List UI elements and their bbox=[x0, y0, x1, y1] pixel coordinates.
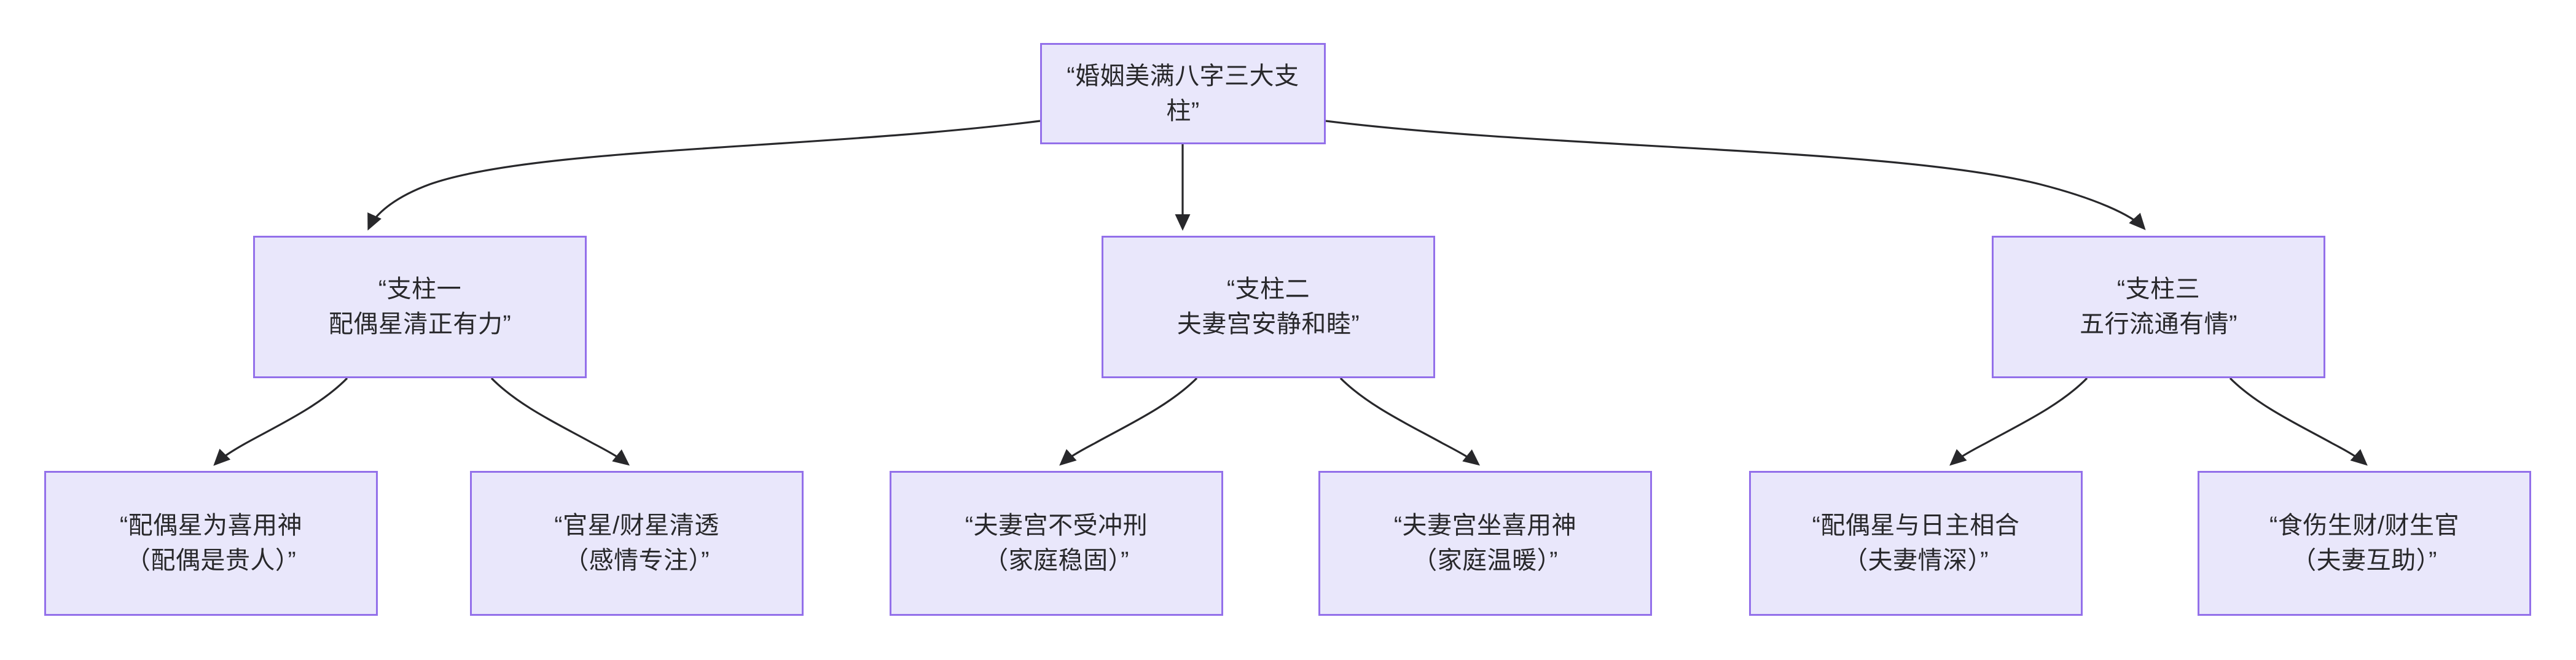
edge-pillar-3-to-leaf-5 bbox=[1949, 377, 2088, 466]
node-leaf-4-label: “夫妻宫坐喜用神 （家庭温暖）” bbox=[1393, 512, 1577, 574]
node-leaf-4[interactable]: “夫妻宫坐喜用神 （家庭温暖）” bbox=[1318, 471, 1652, 616]
node-pillar-3-label: “支柱三 五行流通有情” bbox=[2080, 276, 2237, 338]
edge-root-to-pillar-1 bbox=[367, 120, 1041, 231]
node-leaf-2-label: “官星/财星清透 （感情专注）” bbox=[554, 512, 719, 574]
node-pillar-2[interactable]: “支柱二 夫妻宫安静和睦” bbox=[1102, 236, 1435, 378]
edge-pillar-2-to-leaf-3 bbox=[1059, 377, 1198, 466]
node-leaf-3[interactable]: “夫妻宫不受冲刑 （家庭稳固）” bbox=[890, 471, 1223, 616]
node-leaf-1-label: “配偶星为喜用神 （配偶是贵人）” bbox=[119, 512, 303, 574]
node-leaf-3-label: “夫妻宫不受冲刑 （家庭稳固）” bbox=[965, 512, 1148, 574]
node-pillar-1[interactable]: “支柱一 配偶星清正有力” bbox=[253, 236, 587, 378]
edge-pillar-3-to-leaf-6 bbox=[2229, 377, 2368, 466]
edge-pillar-1-to-leaf-1 bbox=[213, 377, 348, 466]
node-leaf-5[interactable]: “配偶星与日主相合 （夫妻情深）” bbox=[1749, 471, 2083, 616]
edge-root-to-pillar-3 bbox=[1325, 120, 2146, 230]
node-pillar-1-label: “支柱一 配偶星清正有力” bbox=[328, 276, 512, 338]
edge-pillar-2-to-leaf-4 bbox=[1339, 377, 1480, 466]
node-pillar-3[interactable]: “支柱三 五行流通有情” bbox=[1992, 236, 2325, 378]
node-leaf-1[interactable]: “配偶星为喜用神 （配偶是贵人）” bbox=[44, 471, 378, 616]
node-leaf-5-label: “配偶星与日主相合 （夫妻情深）” bbox=[1812, 512, 2020, 574]
node-leaf-2[interactable]: “官星/财星清透 （感情专注）” bbox=[470, 471, 804, 616]
node-root-label: “婚姻美满八字三大支柱” bbox=[1067, 62, 1299, 125]
node-leaf-6-label: “食伤生财/财生官 （夫妻互助）” bbox=[2269, 512, 2459, 574]
node-pillar-2-label: “支柱二 夫妻宫安静和睦” bbox=[1176, 276, 1360, 338]
edge-pillar-1-to-leaf-2 bbox=[490, 377, 630, 466]
node-leaf-6[interactable]: “食伤生财/财生官 （夫妻互助）” bbox=[2198, 471, 2531, 616]
node-root[interactable]: “婚姻美满八字三大支柱” bbox=[1040, 43, 1326, 144]
